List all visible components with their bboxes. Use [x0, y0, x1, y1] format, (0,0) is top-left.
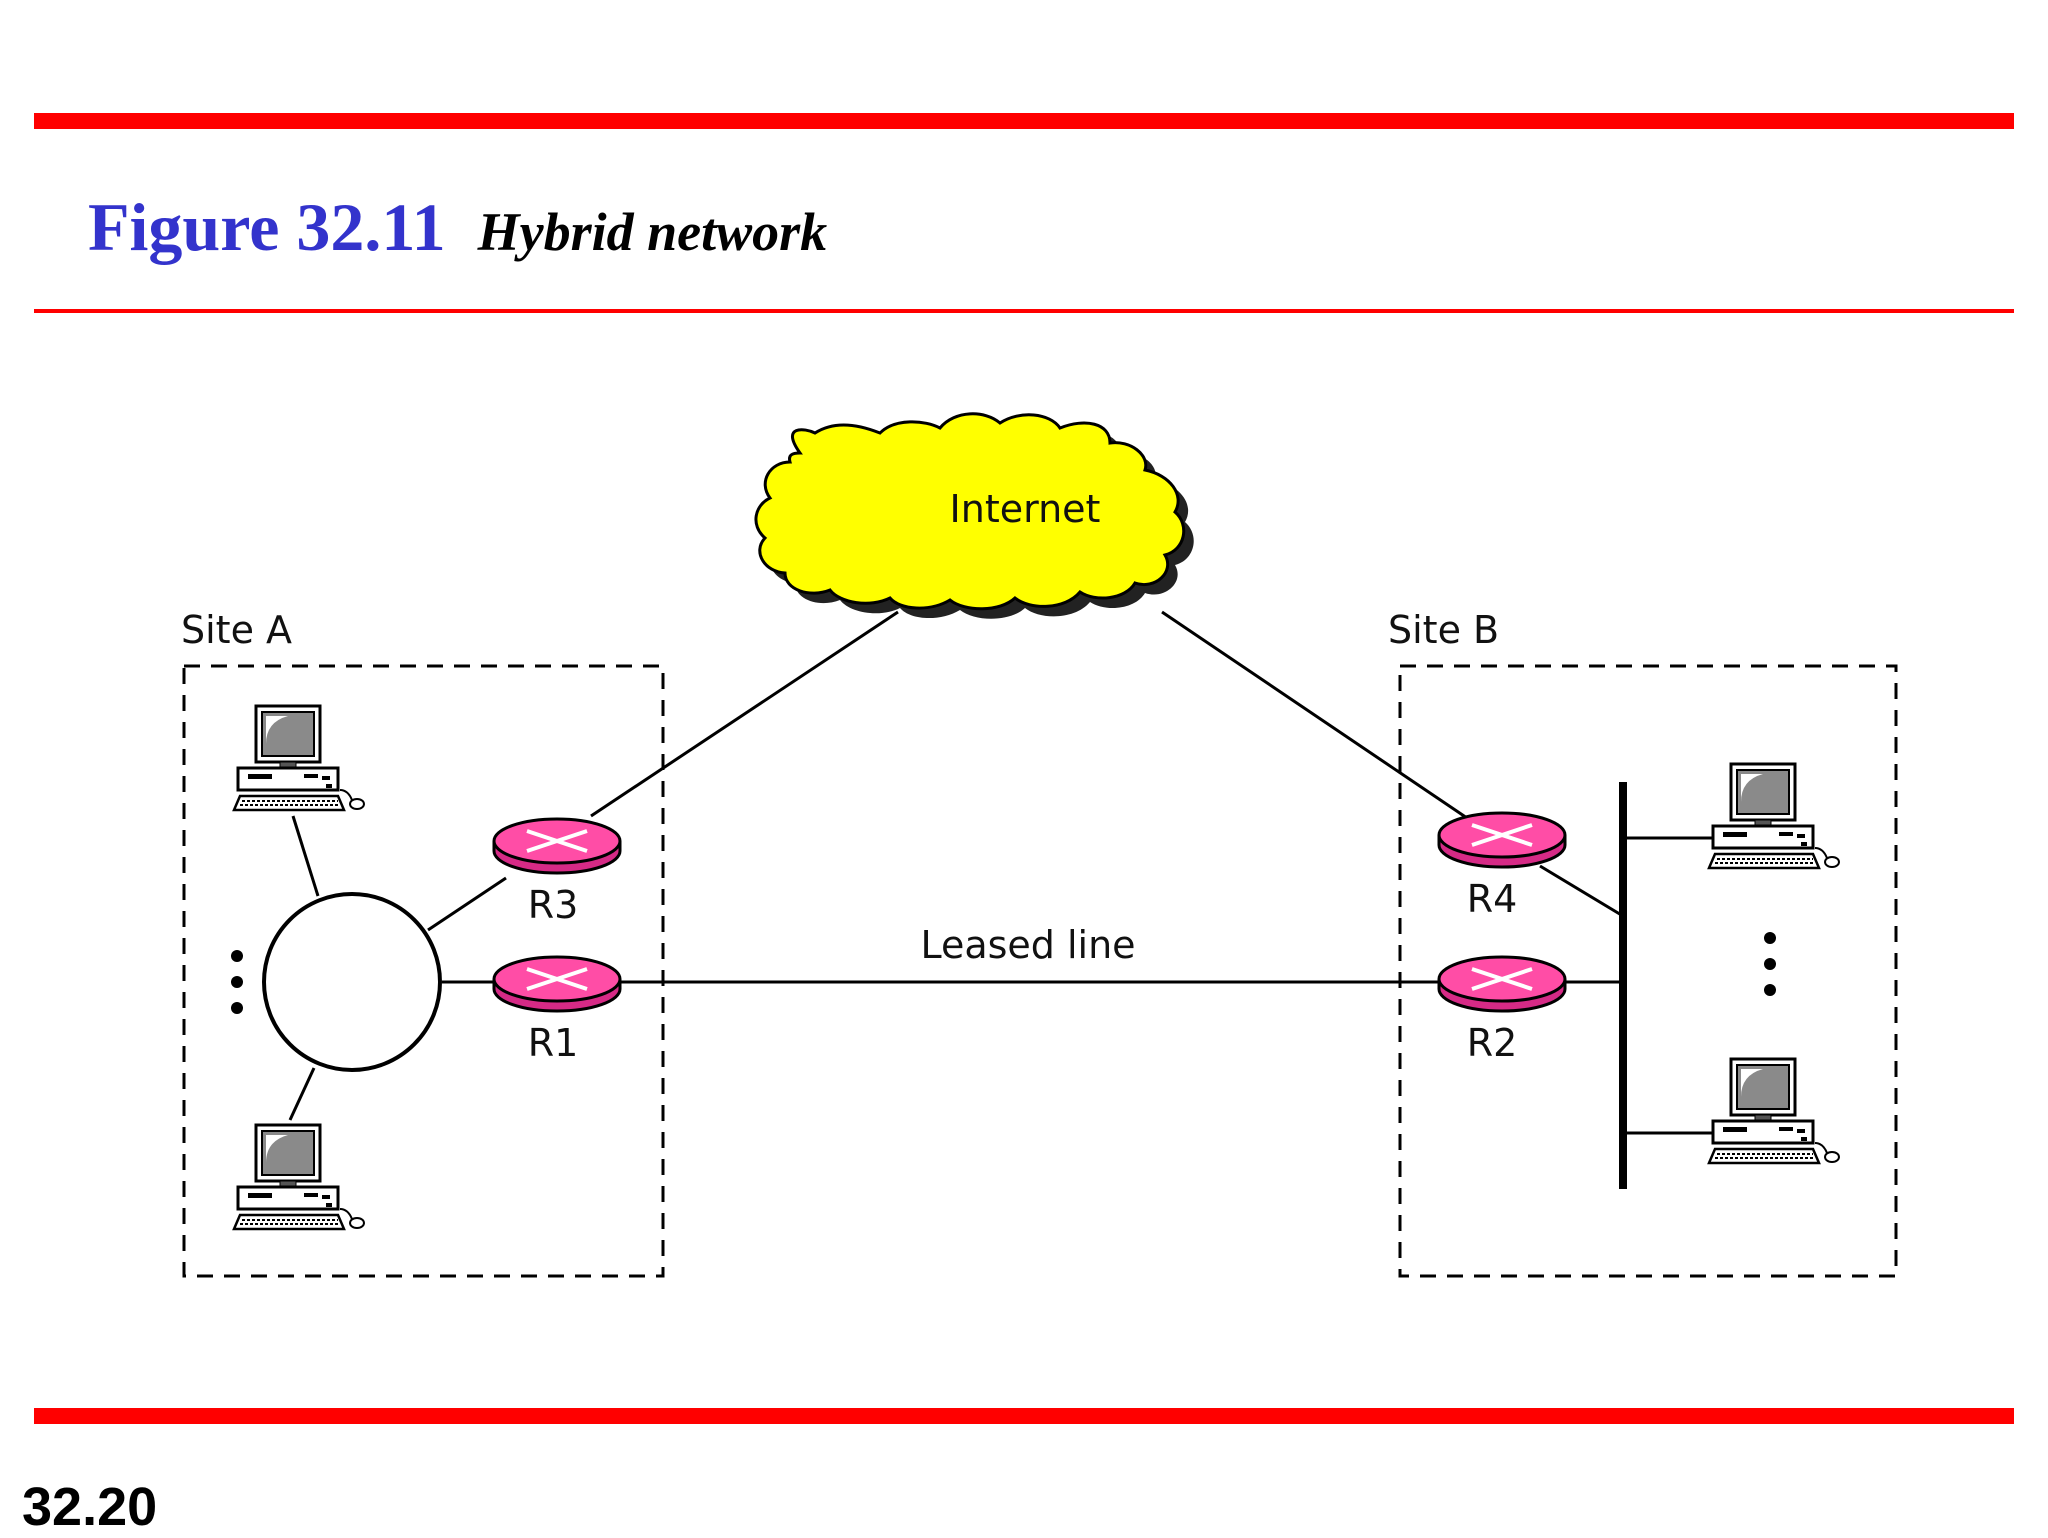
router-r3-icon	[492, 817, 622, 875]
r4-bus-link	[1539, 864, 1624, 918]
figure-number: Figure 32.11	[88, 189, 446, 265]
site-b-boundary	[1398, 664, 1898, 1278]
router-r1-label: R1	[528, 1021, 579, 1065]
router-r3-label: R3	[528, 883, 579, 927]
site-a-label: Site A	[181, 608, 292, 652]
internet-cloud-icon	[754, 412, 1194, 619]
site-b-more-hosts-dots	[1764, 932, 1776, 996]
bottom-rule	[34, 1408, 2014, 1424]
page-number: 32.20	[22, 1477, 158, 1537]
top-rule	[34, 113, 2014, 129]
router-r2-icon	[1437, 955, 1567, 1013]
router-r1-icon	[492, 955, 622, 1013]
title-rule	[34, 309, 2014, 313]
ring-pc-bottom-link	[288, 1067, 316, 1121]
ring-pc-top-link	[291, 815, 320, 897]
leased-line-label: Leased line	[920, 923, 1135, 967]
figure-caption: Hybrid network	[477, 202, 828, 262]
router-r4-icon	[1437, 811, 1567, 869]
ring-network	[262, 892, 442, 1072]
site-b-computer-top-icon	[1707, 762, 1841, 870]
internet-label: Internet	[950, 487, 1101, 531]
router-r4-label: R4	[1467, 877, 1518, 921]
internet-r4-link	[1161, 610, 1471, 822]
site-b-label: Site B	[1388, 608, 1499, 652]
site-a-more-hosts-dots	[231, 950, 243, 1014]
site-a-computer-bottom-icon	[232, 1123, 366, 1231]
ring-r3-link	[427, 876, 507, 932]
site-a-computer-top-icon	[232, 704, 366, 812]
router-r2-label: R2	[1467, 1021, 1518, 1065]
figure-title: Figure 32.11 Hybrid network	[88, 188, 827, 267]
internet-r3-link	[590, 610, 899, 818]
site-a-boundary	[182, 664, 665, 1278]
site-b-computer-bottom-icon	[1707, 1057, 1841, 1165]
